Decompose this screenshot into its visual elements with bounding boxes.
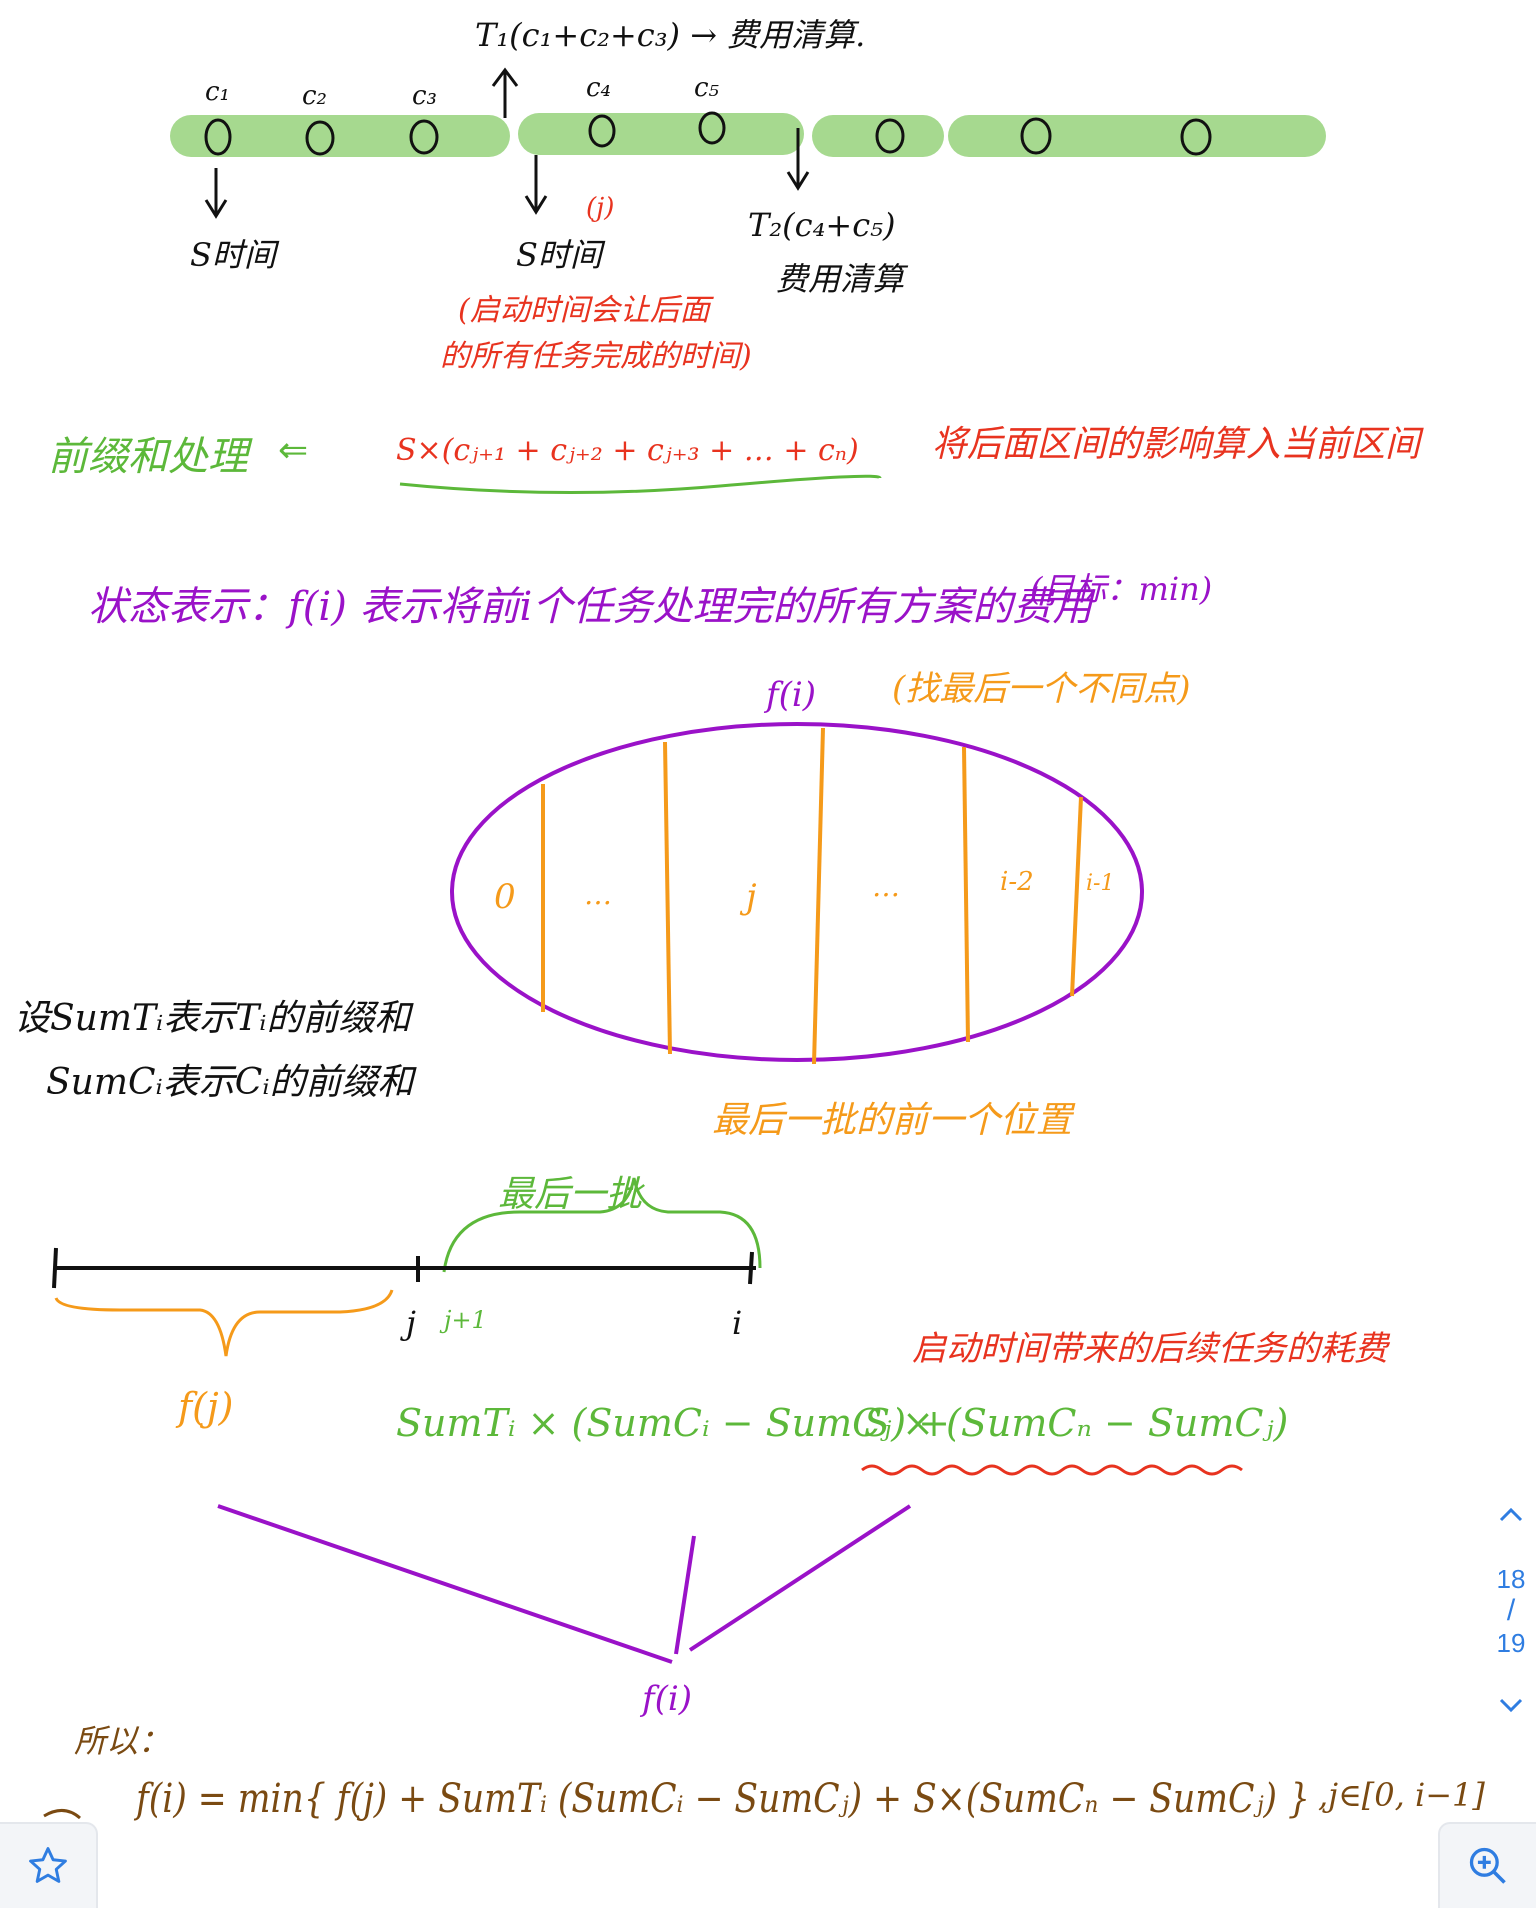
page-navigator: 18 / 19 xyxy=(1486,1500,1536,1760)
state-definition: 状态表示：f(i) 表示将前i个任务处理完的所有方案的费用 xyxy=(88,584,1096,630)
formula-main: SumTᵢ × (SumCᵢ − SumCⱼ) + xyxy=(396,1401,950,1445)
startup-cost-note: 启动时间带来的后续任务的耗费 xyxy=(912,1329,1391,1369)
prefix-note: 将后面区间的影响算入当前区间 xyxy=(932,424,1424,465)
result-fi-label: f(i) xyxy=(639,1679,692,1719)
last-batch-label: 最后一批 xyxy=(498,1174,645,1215)
fj-label: f(j) xyxy=(175,1385,234,1429)
number-line xyxy=(52,1247,756,1289)
current-page: 18 xyxy=(1496,1564,1526,1594)
task-node xyxy=(875,118,905,154)
page-separator: / xyxy=(1506,1594,1516,1627)
segment-i-1: i-1 xyxy=(1086,871,1114,896)
split-note: (找最后一个不同点) xyxy=(892,669,1191,709)
zoom-in-icon xyxy=(1469,1847,1506,1884)
batch1-label: T₁(c₁+c₂+c₃) → 费用清算. xyxy=(475,16,865,54)
down-arrows xyxy=(204,128,810,219)
task-label-c2: c₂ xyxy=(302,81,327,111)
prefix-arrow: ⇐ xyxy=(278,430,308,471)
chevron-up-icon[interactable] xyxy=(1497,1500,1525,1530)
result-arrow xyxy=(43,1809,81,1820)
segment-ellipsis-2: … xyxy=(872,870,900,903)
state-goal: (目标：min) xyxy=(1030,570,1212,608)
startup-time-label-2: S时间 xyxy=(516,236,606,274)
split-lines xyxy=(541,727,1083,1065)
task-label-c5: c₅ xyxy=(694,73,720,103)
batch-bar-4 xyxy=(948,115,1326,157)
j-mark: (j) xyxy=(586,193,614,223)
last-batch-brace xyxy=(442,1177,762,1273)
task-node xyxy=(698,111,726,145)
batch-bar-2 xyxy=(518,113,804,155)
chevron-down-icon[interactable] xyxy=(1497,1692,1525,1722)
result-formula: f(i) = min{ f(j) + SumTᵢ (SumCᵢ − SumCⱼ)… xyxy=(133,1776,1310,1822)
converge-lines xyxy=(217,1504,912,1664)
task-nodes xyxy=(204,111,1212,156)
prefix-underline xyxy=(399,474,882,495)
task-node xyxy=(1020,117,1052,155)
star-icon xyxy=(29,1847,67,1883)
batch-bar-1 xyxy=(170,115,510,157)
fj-brace xyxy=(54,1289,394,1357)
startup-note-line2: 的所有任务完成的时间) xyxy=(440,339,752,374)
axis-label-j: j xyxy=(400,1304,416,1342)
ellipse-bottom-note: 最后一批的前一个位置 xyxy=(712,1100,1076,1141)
task-label-c1: c₁ xyxy=(205,77,230,107)
ellipse-fi-label: f(i) xyxy=(763,675,816,715)
task-label-c4: c₄ xyxy=(586,73,611,103)
axis-label-j1: j+1 xyxy=(439,1306,487,1334)
task-node xyxy=(409,119,439,155)
result-range: ,j∈[0, i−1] xyxy=(1318,1776,1485,1814)
segment-0: 0 xyxy=(494,877,516,917)
formula-red-underline xyxy=(861,1464,1243,1476)
segment-ellipsis-1: … xyxy=(584,878,612,911)
segment-j: j xyxy=(739,877,757,917)
prefix-expression: S×(cⱼ₊₁ + cⱼ₊₂ + cⱼ₊₃ + … + cₙ) xyxy=(396,433,859,468)
zoom-in-button[interactable] xyxy=(1438,1822,1536,1908)
task-label-c3: c₃ xyxy=(412,81,437,111)
formula-startup: S × (SumCₙ − SumCⱼ) xyxy=(864,1401,1288,1445)
task-node xyxy=(204,118,232,156)
total-pages: 19 xyxy=(1496,1628,1526,1658)
batch-bars xyxy=(170,113,1326,157)
result-label: 所以： xyxy=(74,1722,170,1760)
startup-time-label-1: S时间 xyxy=(190,236,280,274)
axis-label-i: i xyxy=(732,1304,742,1342)
segment-i-2: i-2 xyxy=(1000,867,1034,897)
task-node xyxy=(1180,118,1212,156)
batch2-label: T₂(c₄+c₅) xyxy=(748,206,895,244)
definition-sumc: SumCᵢ表示Cᵢ的前缀和 xyxy=(46,1062,418,1103)
task-node xyxy=(588,114,616,148)
up-arrow xyxy=(491,67,519,118)
batch2-sub: 费用清算 xyxy=(776,260,909,298)
bottom-toolbar xyxy=(0,1822,1536,1912)
definition-sumt: 设SumTᵢ表示Tᵢ的前缀和 xyxy=(14,998,414,1039)
state-ellipse xyxy=(450,722,1144,1062)
prefix-label: 前缀和处理 xyxy=(48,434,253,480)
task-node xyxy=(305,120,335,156)
favorite-button[interactable] xyxy=(0,1822,98,1908)
startup-note-line1: (启动时间会让后面 xyxy=(458,293,715,328)
